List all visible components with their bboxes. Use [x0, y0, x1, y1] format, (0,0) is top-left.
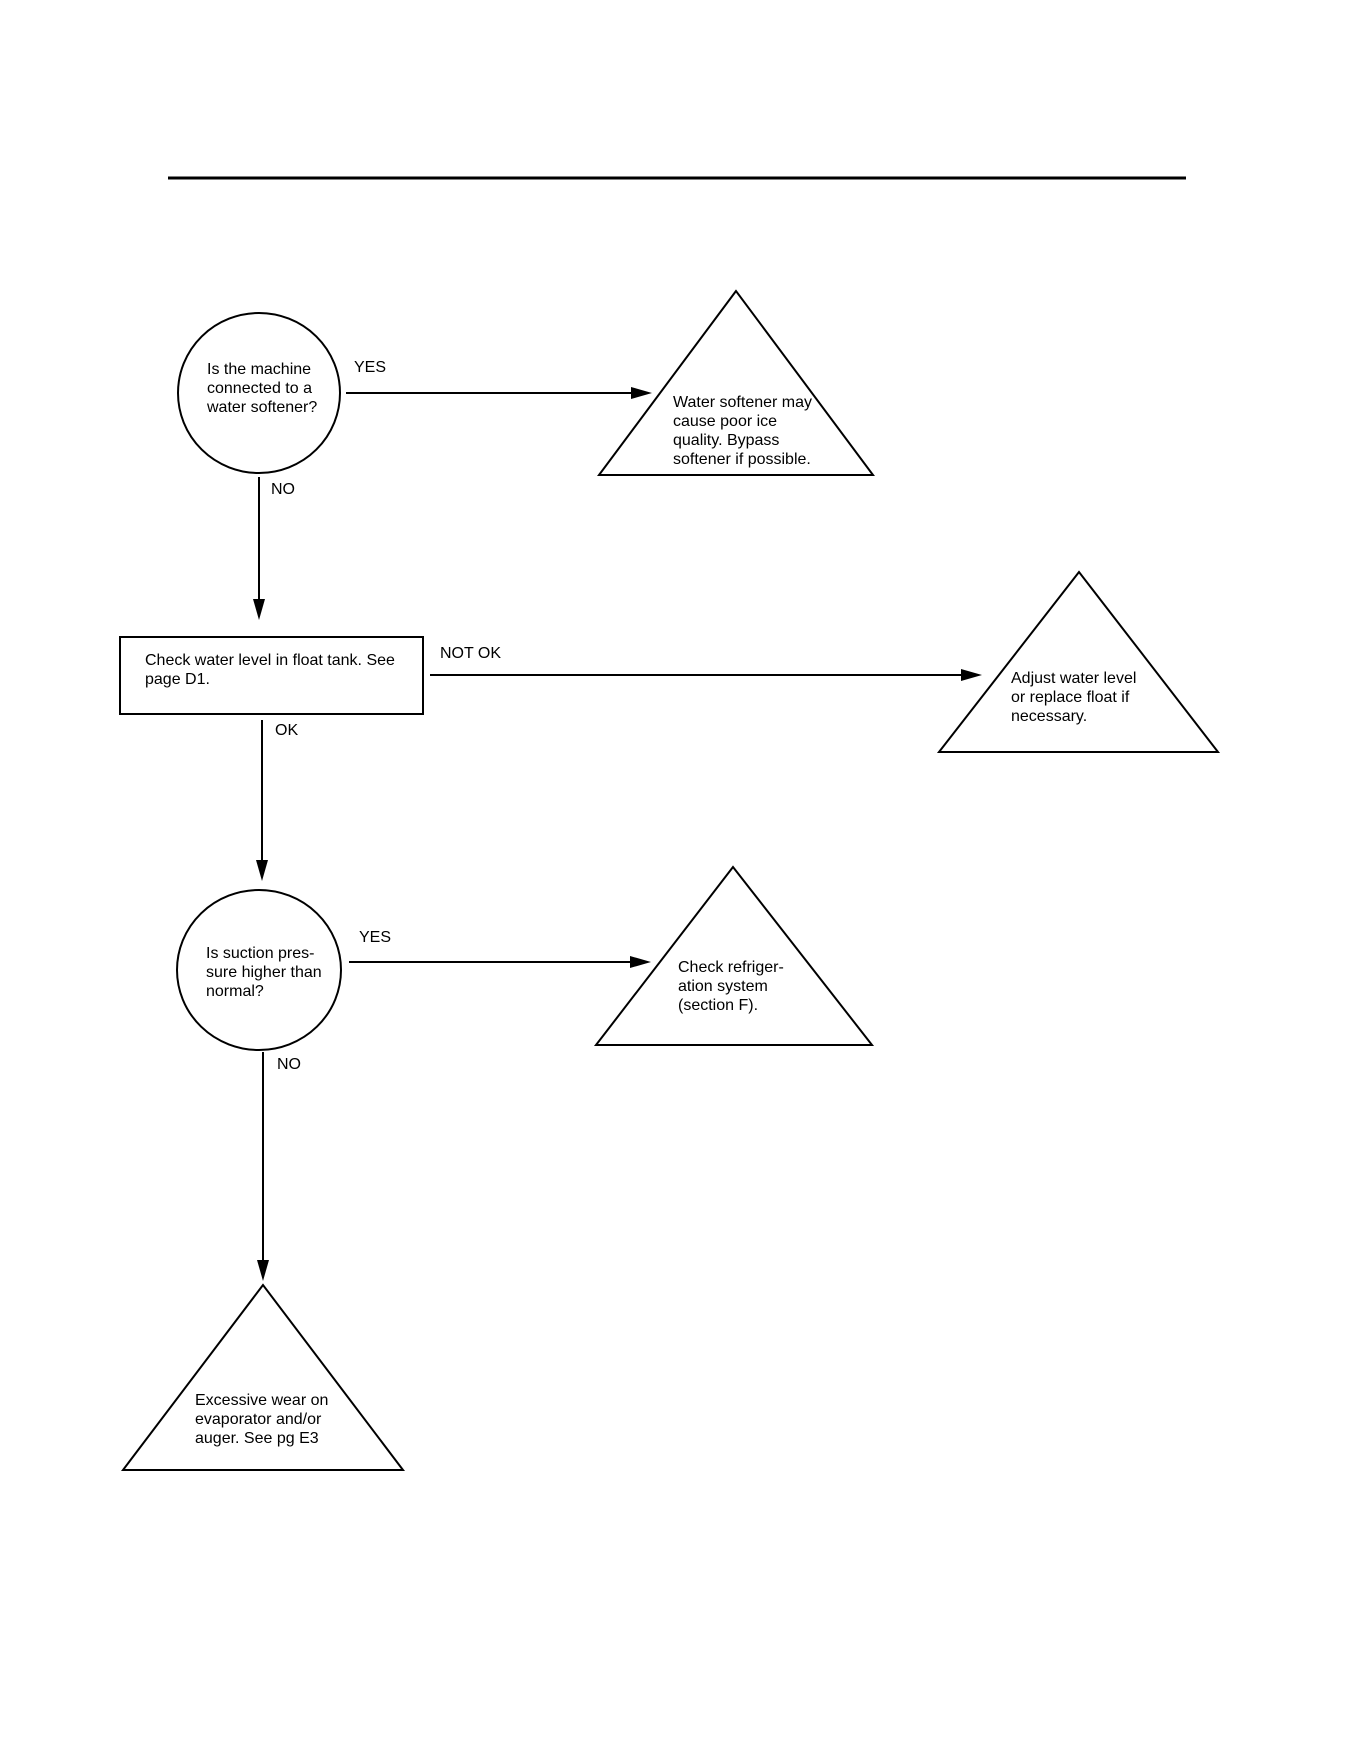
- result-adjust-text: Adjust water level or replace float if n…: [1011, 670, 1137, 725]
- edge-label-level-not-ok: NOT OK: [440, 645, 502, 662]
- decision-softener-circle: [177, 312, 341, 474]
- decision-suction-text: Is suction pres- sure higher than normal…: [206, 945, 322, 1000]
- edge-label-softener-no: NO: [271, 481, 295, 498]
- result-refrig-triangle: [593, 865, 875, 1046]
- arrowhead-suction-no: [257, 1260, 269, 1281]
- result-refrig-text: Check refriger- ation system (section F)…: [678, 959, 784, 1014]
- decision-suction-circle: [176, 889, 342, 1051]
- arrowhead-level-not-ok: [961, 669, 982, 681]
- process-check-level-text: Check water level in float tank. See pag…: [145, 652, 395, 688]
- arrowhead-suction-yes: [630, 956, 651, 968]
- decision-softener-text: Is the machine connected to a water soft…: [207, 361, 318, 416]
- edge-label-suction-yes: YES: [359, 929, 392, 946]
- result-wear-text: Excessive wear on evaporator and/or auge…: [195, 1392, 329, 1447]
- edge-label-suction-no: NO: [277, 1056, 301, 1073]
- result-softener-text: Water softener may cause poor ice qualit…: [673, 394, 813, 468]
- result-adjust-triangle: [936, 570, 1221, 753]
- arrowhead-softener-no: [253, 599, 265, 620]
- edge-label-softener-yes: YES: [354, 359, 387, 376]
- arrowhead-level-ok: [256, 860, 268, 881]
- arrowhead-softener-yes: [631, 387, 652, 399]
- process-check-level-box: [119, 636, 424, 715]
- result-wear-triangle: [120, 1283, 406, 1471]
- result-softener-triangle: [597, 289, 875, 476]
- edge-label-level-ok: OK: [275, 722, 299, 739]
